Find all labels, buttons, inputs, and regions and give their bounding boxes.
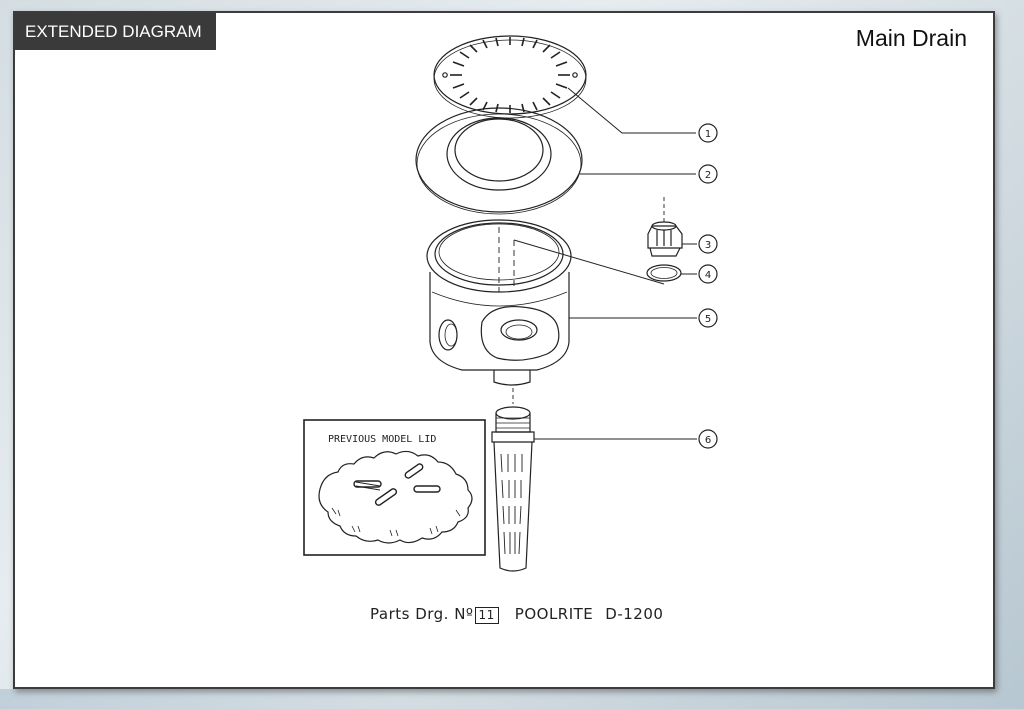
part-4-o-ring xyxy=(646,264,682,282)
inset-frame xyxy=(303,419,486,556)
part-2-ring-frame xyxy=(415,107,583,215)
caption-model: POOLRITE xyxy=(514,605,594,623)
callout-4-circle xyxy=(698,264,718,284)
drawing-number-box: 11 xyxy=(474,607,499,624)
caption-code: D-1200 xyxy=(605,605,664,623)
callout-2-circle xyxy=(698,164,718,184)
part-3-plug-fitting xyxy=(647,197,683,257)
part-6-strainer-tube xyxy=(491,388,535,572)
extended-diagram-tag: EXTENDED DIAGRAM xyxy=(15,13,216,50)
callout-3-number: 3 xyxy=(705,240,711,251)
callout-3: 3 xyxy=(698,234,718,254)
page-title: Main Drain xyxy=(855,25,967,51)
callout-1: 1 xyxy=(698,123,718,143)
callout-3-circle xyxy=(698,234,718,254)
diagram-sheet: EXTENDED DIAGRAM Main Drain xyxy=(13,11,995,689)
inset-label: PREVIOUS MODEL LID xyxy=(328,434,436,445)
background-decoration xyxy=(0,689,400,709)
callout-6-circle xyxy=(698,429,718,449)
callout-2: 2 xyxy=(698,164,718,184)
callout-5-number: 5 xyxy=(705,314,711,325)
callout-1-number: 1 xyxy=(705,129,711,140)
callout-leaders xyxy=(513,87,697,440)
caption-prefix: Parts Drg. Nº xyxy=(370,605,474,623)
callout-2-number: 2 xyxy=(705,170,711,181)
callout-6-number: 6 xyxy=(705,435,711,446)
exploded-parts-drawing: 1 2 3 4 5 6 PREVIOUS MODEL LID xyxy=(303,35,718,572)
part-5-drain-body xyxy=(426,219,572,386)
lid-slots xyxy=(353,463,441,506)
part-1-grate-lid xyxy=(433,35,587,119)
callout-4-number: 4 xyxy=(705,270,711,281)
previous-model-lid-inset: PREVIOUS MODEL LID xyxy=(303,419,486,556)
callout-6: 6 xyxy=(698,429,718,449)
callout-4: 4 xyxy=(698,264,718,284)
lid-edge-marks xyxy=(331,507,461,537)
callout-5-circle xyxy=(698,308,718,328)
previous-model-lid-icon xyxy=(318,450,473,544)
callout-5: 5 xyxy=(698,308,718,328)
callout-1-circle xyxy=(698,123,718,143)
